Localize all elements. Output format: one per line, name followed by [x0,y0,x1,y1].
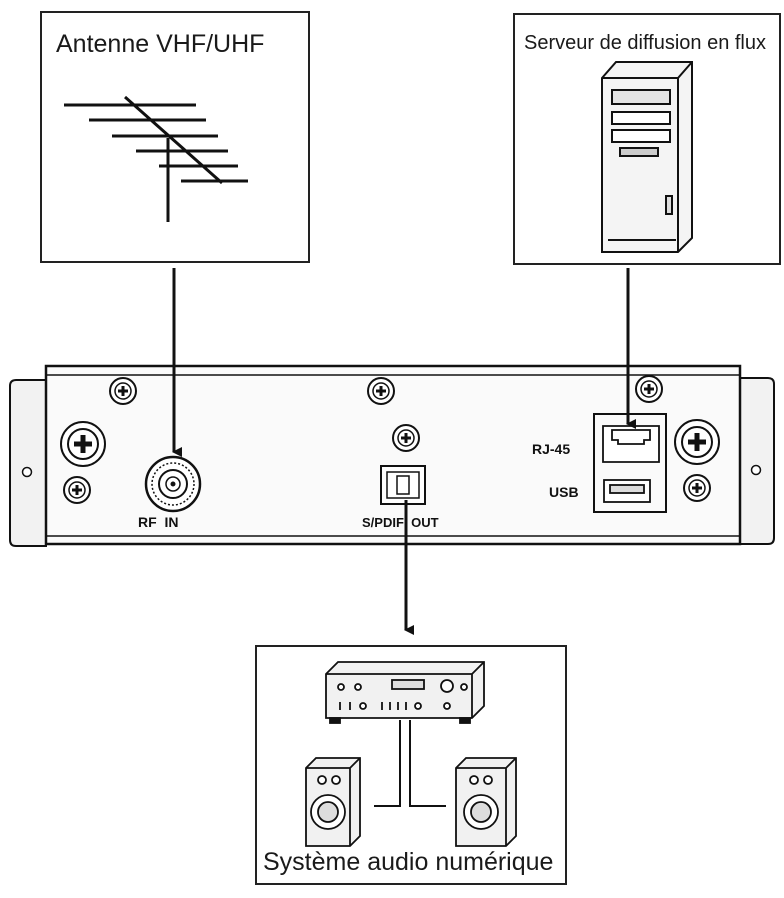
rj45-port [602,425,660,463]
network-ports-frame [593,413,667,513]
device-rear-panel: RF IN S/PDIF OUT RJ-45 USB [9,364,775,547]
left-speaker-icon [305,757,361,847]
rf-in-connector [144,455,202,513]
server-box: Serveur de diffusion en flux [513,13,781,265]
mounting-screw-icon [61,422,105,466]
rj45-label: RJ-45 [532,441,570,457]
spdif-out-label: S/PDIF OUT [362,515,439,530]
audio-system-label: Système audio numérique [263,848,553,876]
rf-in-label: RF IN [138,514,178,530]
screw-icon [634,374,664,404]
screw-icon [391,423,421,453]
screw-icon [366,376,396,406]
server-tower-icon [601,61,693,253]
server-label: Serveur de diffusion en flux [524,32,766,54]
speaker-cables [374,720,446,807]
right-speaker-icon [455,757,517,847]
usb-port [603,479,651,503]
antenna-box: Antenne VHF/UHF [40,11,310,263]
amplifier-icon [325,661,485,724]
screw-icon [682,473,712,503]
antenna-icon [64,95,248,222]
usb-label: USB [549,484,579,500]
audio-system-box: Système audio numérique [255,645,567,885]
mounting-screw-icon [675,420,719,464]
screw-icon [62,475,92,505]
spdif-out-connector [380,465,426,505]
screw-icon [108,376,138,406]
antenna-label: Antenne VHF/UHF [56,30,264,58]
